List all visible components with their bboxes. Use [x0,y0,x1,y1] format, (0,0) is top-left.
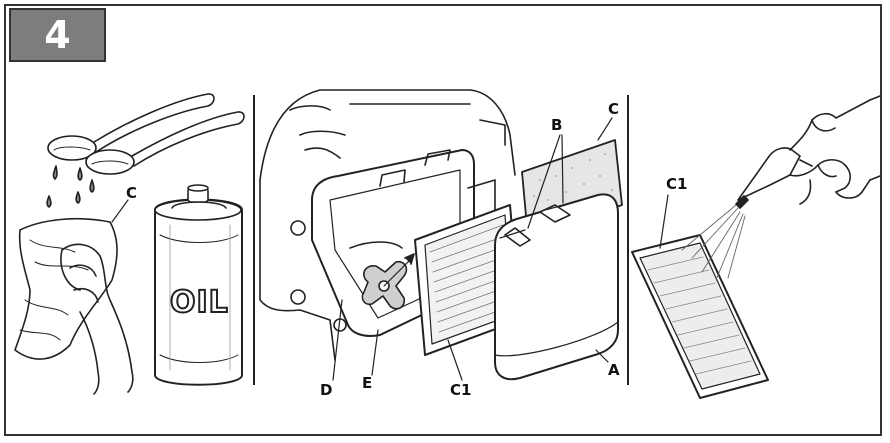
engine-illustration [259,89,516,361]
oil-spoons-illustration [46,93,245,208]
label-d-housing: D [320,381,333,399]
label-c1-paper-filter: C1 [450,381,472,399]
label-b-clips: B [551,116,563,134]
label-c-foam-filter: C [608,100,620,118]
air-spray-illustration [681,204,746,281]
label-c1-cleaned-filter: C1 [666,175,688,193]
filter-cover-a-illustration [494,193,619,381]
oil-can-illustration [154,184,243,386]
label-a-cover: A [608,361,620,379]
step-number-badge: 4 [9,8,106,62]
wing-nut-illustration [361,253,415,310]
label-c-cloth: C [126,184,138,202]
cleaned-filter-c1-illustration [631,194,769,399]
label-e-wing-nut: E [362,374,373,392]
cloth-in-hand-illustration [14,199,134,395]
panel-divider-left [253,95,255,385]
oil-can-label: OIL [169,284,229,321]
air-gun-hand-illustration [735,95,881,209]
paper-filter-c1-illustration [414,204,521,356]
panel-divider-right [627,95,629,385]
